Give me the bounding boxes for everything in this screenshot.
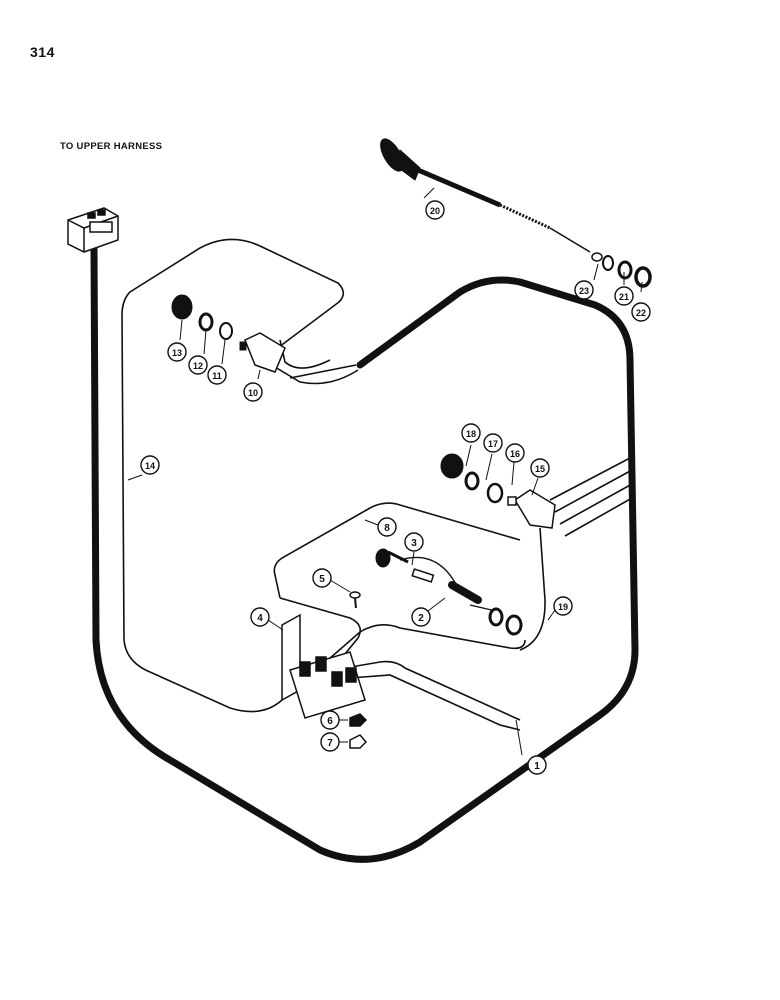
callout-4: 4 <box>250 607 270 627</box>
page-number: 314 <box>30 44 55 60</box>
switch-assembly-10 <box>171 294 286 373</box>
washers-21-23 <box>602 255 652 288</box>
cable-rails <box>549 457 633 537</box>
upper-harness-connector <box>67 207 119 253</box>
callout-10: 10 <box>243 382 263 402</box>
callout-20: 20 <box>425 200 445 220</box>
callout-16-text: 16 <box>510 449 520 459</box>
callout-21: 21 <box>614 286 634 306</box>
callout-16: 16 <box>505 443 525 463</box>
callout-2: 2 <box>411 607 431 627</box>
callout-11-text: 11 <box>212 371 222 381</box>
callout-3-text: 3 <box>411 538 417 549</box>
callout-23: 23 <box>574 280 594 300</box>
callout-15: 15 <box>530 458 550 478</box>
callout-21-text: 21 <box>619 292 629 302</box>
callout-3: 3 <box>404 532 424 552</box>
callout-19: 19 <box>553 596 573 616</box>
upper-harness-label: TO UPPER HARNESS <box>60 141 163 152</box>
callout-17: 17 <box>483 433 503 453</box>
harness-wire-14 <box>279 339 357 379</box>
harness-wire-19 <box>519 527 546 651</box>
harness-wire-1 <box>344 660 521 731</box>
callout-12-text: 12 <box>193 361 203 371</box>
callout-1: 1 <box>527 755 547 775</box>
callout-12: 12 <box>188 355 208 375</box>
callout-11: 11 <box>207 365 227 385</box>
callout-19-text: 19 <box>558 602 568 612</box>
harness-wire-loop-8b <box>279 597 361 661</box>
callout-2-text: 2 <box>418 613 424 624</box>
callout-17-text: 17 <box>488 439 498 449</box>
callout-14-text: 14 <box>145 461 155 471</box>
callout-1-text: 1 <box>534 761 540 772</box>
callout-7-text: 7 <box>327 738 333 749</box>
main-harness-outer <box>90 244 639 863</box>
harness-wire-loop-8 <box>273 502 521 599</box>
callout-10-text: 10 <box>248 388 258 398</box>
callout-14: 14 <box>140 455 160 475</box>
callout-18: 18 <box>461 423 481 443</box>
harness-wire-loop-10 <box>121 238 526 713</box>
callout-7: 7 <box>320 732 340 752</box>
leader-lines <box>127 187 643 756</box>
callout-15-text: 15 <box>535 464 545 474</box>
fasteners <box>349 591 368 749</box>
callout-20-text: 20 <box>430 206 440 216</box>
callout-4-text: 4 <box>257 613 263 624</box>
callout-5-text: 5 <box>319 574 325 585</box>
terminal-block <box>281 613 366 719</box>
callout-23-text: 23 <box>579 286 589 296</box>
fuse-holder <box>375 548 523 636</box>
callout-5: 5 <box>312 568 332 588</box>
callout-6-text: 6 <box>327 716 333 727</box>
callout-8-text: 8 <box>384 523 390 534</box>
callout-8: 8 <box>377 517 397 537</box>
callout-22-text: 22 <box>636 308 646 318</box>
callout-18-text: 18 <box>466 429 476 439</box>
callout-6: 6 <box>320 710 340 730</box>
callout-13-text: 13 <box>172 348 182 358</box>
control-cable-20 <box>380 138 603 262</box>
callout-13: 13 <box>167 342 187 362</box>
callout-22: 22 <box>631 302 651 322</box>
switch-assembly-15 <box>440 453 556 529</box>
